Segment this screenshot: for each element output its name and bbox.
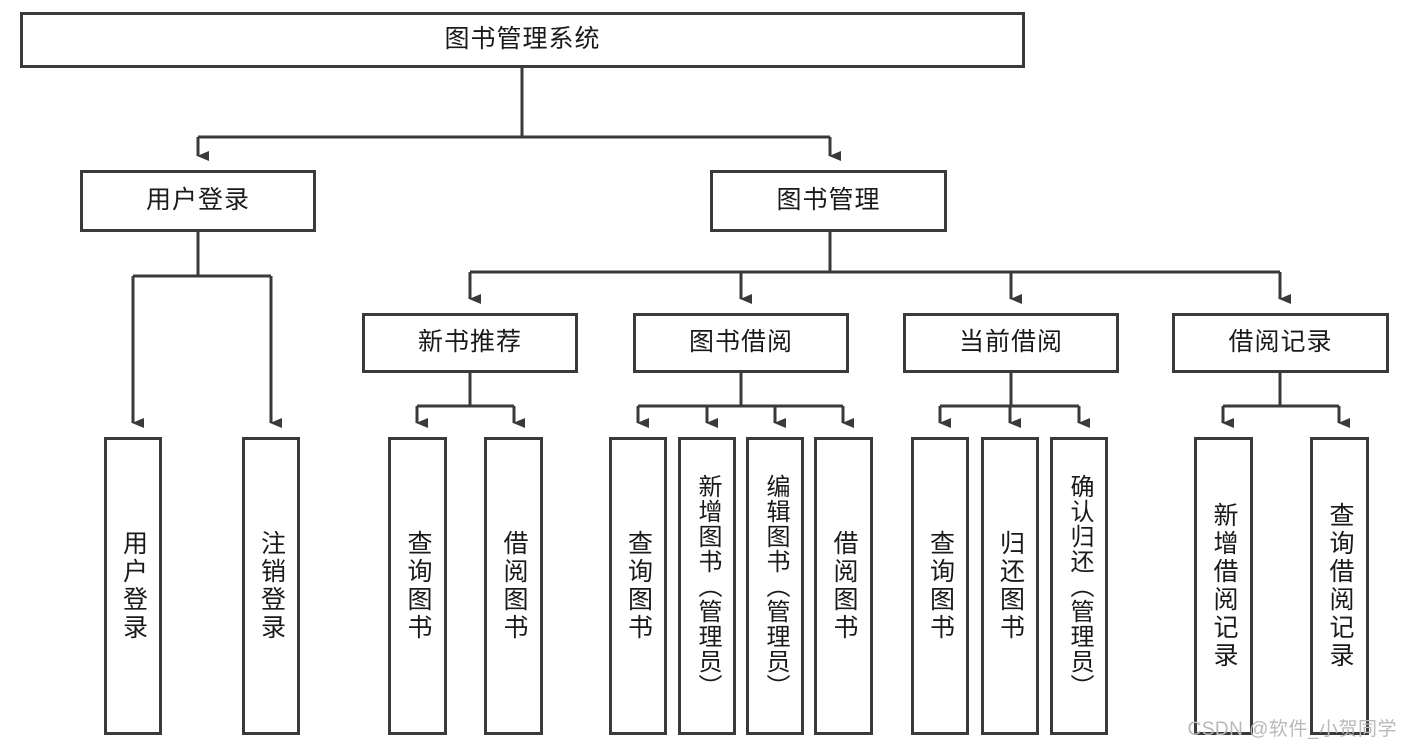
leaf-edit-book-admin[interactable]: 编辑图书（管理员） [746, 437, 804, 735]
node-label: 归还图书 [996, 530, 1025, 642]
leaf-borrow-book-newbook[interactable]: 借阅图书 [484, 437, 543, 735]
leaf-add-borrow-record[interactable]: 新增借阅记录 [1194, 437, 1253, 735]
leaf-logout[interactable]: 注销登录 [242, 437, 300, 735]
node-label: 编辑图书（管理员） [761, 473, 789, 699]
leaf-confirm-return-admin[interactable]: 确认归还（管理员） [1050, 437, 1108, 735]
node-label: 查询图书 [926, 530, 955, 642]
node-label: 借阅图书 [500, 530, 528, 642]
node-label: 确认归还（管理员） [1065, 473, 1093, 699]
node-label: 新书推荐 [417, 328, 522, 357]
node-root-system[interactable]: 图书管理系统 [20, 12, 1025, 68]
node-label: 注销登录 [257, 530, 286, 642]
leaf-query-book-current[interactable]: 查询图书 [911, 437, 969, 735]
node-label: 用户登录 [145, 186, 250, 215]
leaf-query-book-borrowing[interactable]: 查询图书 [609, 437, 667, 735]
node-book-management[interactable]: 图书管理 [710, 170, 947, 232]
leaf-return-book[interactable]: 归还图书 [981, 437, 1039, 735]
node-label: 用户登录 [119, 530, 148, 642]
node-label: 查询图书 [404, 530, 432, 642]
leaf-add-book-admin[interactable]: 新增图书（管理员） [678, 437, 736, 735]
node-label: 图书管理系统 [444, 25, 601, 54]
node-label: 查询借阅记录 [1326, 502, 1354, 670]
node-label: 借阅记录 [1228, 328, 1333, 357]
leaf-query-book-newbook[interactable]: 查询图书 [388, 437, 447, 735]
node-book-borrowing[interactable]: 图书借阅 [633, 313, 849, 373]
node-label: 图书管理 [776, 186, 881, 215]
leaf-user-login[interactable]: 用户登录 [104, 437, 162, 735]
node-label: 图书借阅 [688, 328, 793, 357]
node-label: 借阅图书 [830, 530, 858, 642]
leaf-borrow-book[interactable]: 借阅图书 [814, 437, 873, 735]
node-label: 当前借阅 [958, 328, 1063, 357]
node-borrowing-record[interactable]: 借阅记录 [1172, 313, 1389, 373]
node-label: 查询图书 [624, 530, 653, 642]
node-new-book-recommendation[interactable]: 新书推荐 [362, 313, 578, 373]
node-current-borrowing[interactable]: 当前借阅 [903, 313, 1119, 373]
node-label: 新增借阅记录 [1210, 502, 1238, 670]
csdn-watermark: CSDN @软件_小贺同学 [1187, 719, 1397, 740]
leaf-query-borrow-record[interactable]: 查询借阅记录 [1310, 437, 1369, 735]
node-user-login[interactable]: 用户登录 [80, 170, 316, 232]
node-label: 新增图书（管理员） [693, 473, 721, 699]
